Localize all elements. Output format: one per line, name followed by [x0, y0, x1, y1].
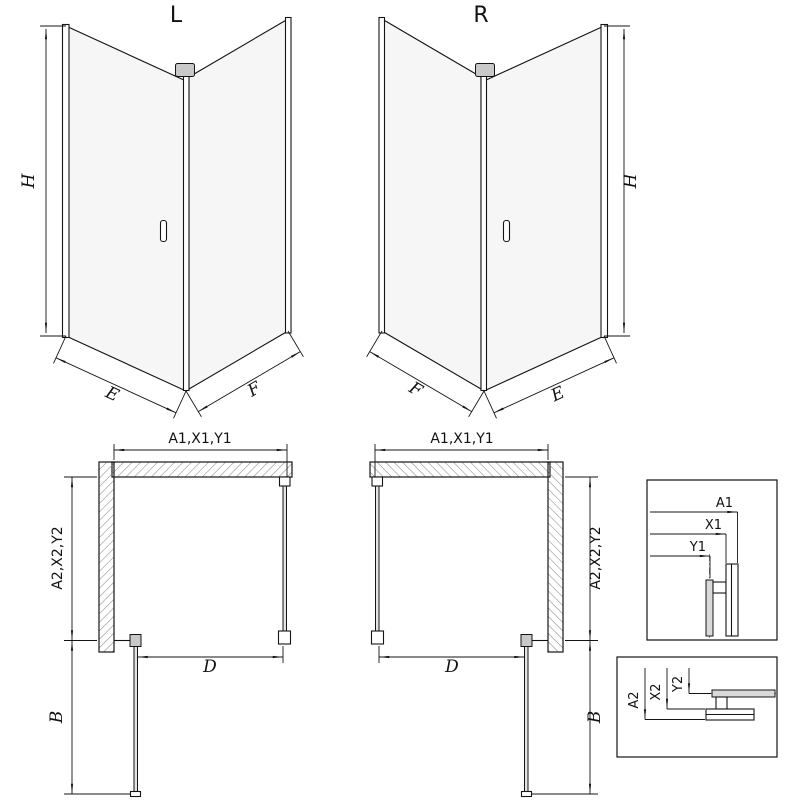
detail-x2-label: X2 — [649, 683, 664, 700]
iso-right-geometry — [367, 18, 630, 419]
plan-right-opening-dim-label: D — [444, 657, 459, 677]
plan-view-left: A1,X1,Y1 A2,X2,Y2 D B — [47, 431, 292, 797]
dim-label-f-right: F — [405, 378, 427, 402]
plan-right-door-dim-label: B — [585, 711, 605, 725]
detail-a1-label: A1 — [716, 496, 733, 511]
detail-y1-label: Y1 — [689, 540, 706, 555]
plan-left-opening-dim-label: D — [202, 657, 217, 677]
plan-right-side-dim-label: A2,X2,Y2 — [588, 526, 604, 589]
dim-label-e-left: E — [101, 382, 122, 406]
detail-a1-clamp — [712, 581, 727, 594]
detail-box-a1: A1 X1 Y1 — [646, 479, 778, 641]
detail-x1-label: X1 — [705, 518, 722, 533]
iso-view-right: R H F E — [367, 3, 641, 418]
plan-left-top-dim-label: A1,X1,Y1 — [168, 431, 231, 447]
detail-a2-frame — [616, 656, 778, 758]
plan-right-geometry — [370, 444, 598, 797]
dim-label-e-right: E — [547, 383, 568, 407]
detail-box-a2: A2 X2 Y2 — [616, 656, 778, 758]
plan-view-right: A1,X1,Y1 A2,X2,Y2 D B — [370, 431, 605, 797]
dim-label-height-left: H — [19, 172, 39, 189]
dim-label-height-right: H — [621, 172, 641, 189]
variant-label-right: R — [473, 3, 488, 28]
plan-right-top-dim-label: A1,X1,Y1 — [430, 431, 493, 447]
plan-left-geometry — [64, 444, 292, 797]
detail-a2-glass — [711, 689, 776, 698]
dim-label-f-left: F — [243, 377, 265, 401]
variant-label-left: L — [170, 3, 183, 28]
plan-left-door-dim-label: B — [47, 711, 67, 725]
detail-a1-glass — [705, 579, 714, 637]
plan-left-side-dim-label: A2,X2,Y2 — [50, 526, 66, 589]
detail-a2-clamp — [715, 696, 728, 710]
detail-y2-label: Y2 — [671, 676, 686, 693]
detail-a2-label: A2 — [627, 691, 642, 708]
iso-view-left: L H E F — [19, 3, 303, 418]
iso-left-geometry — [40, 18, 303, 419]
